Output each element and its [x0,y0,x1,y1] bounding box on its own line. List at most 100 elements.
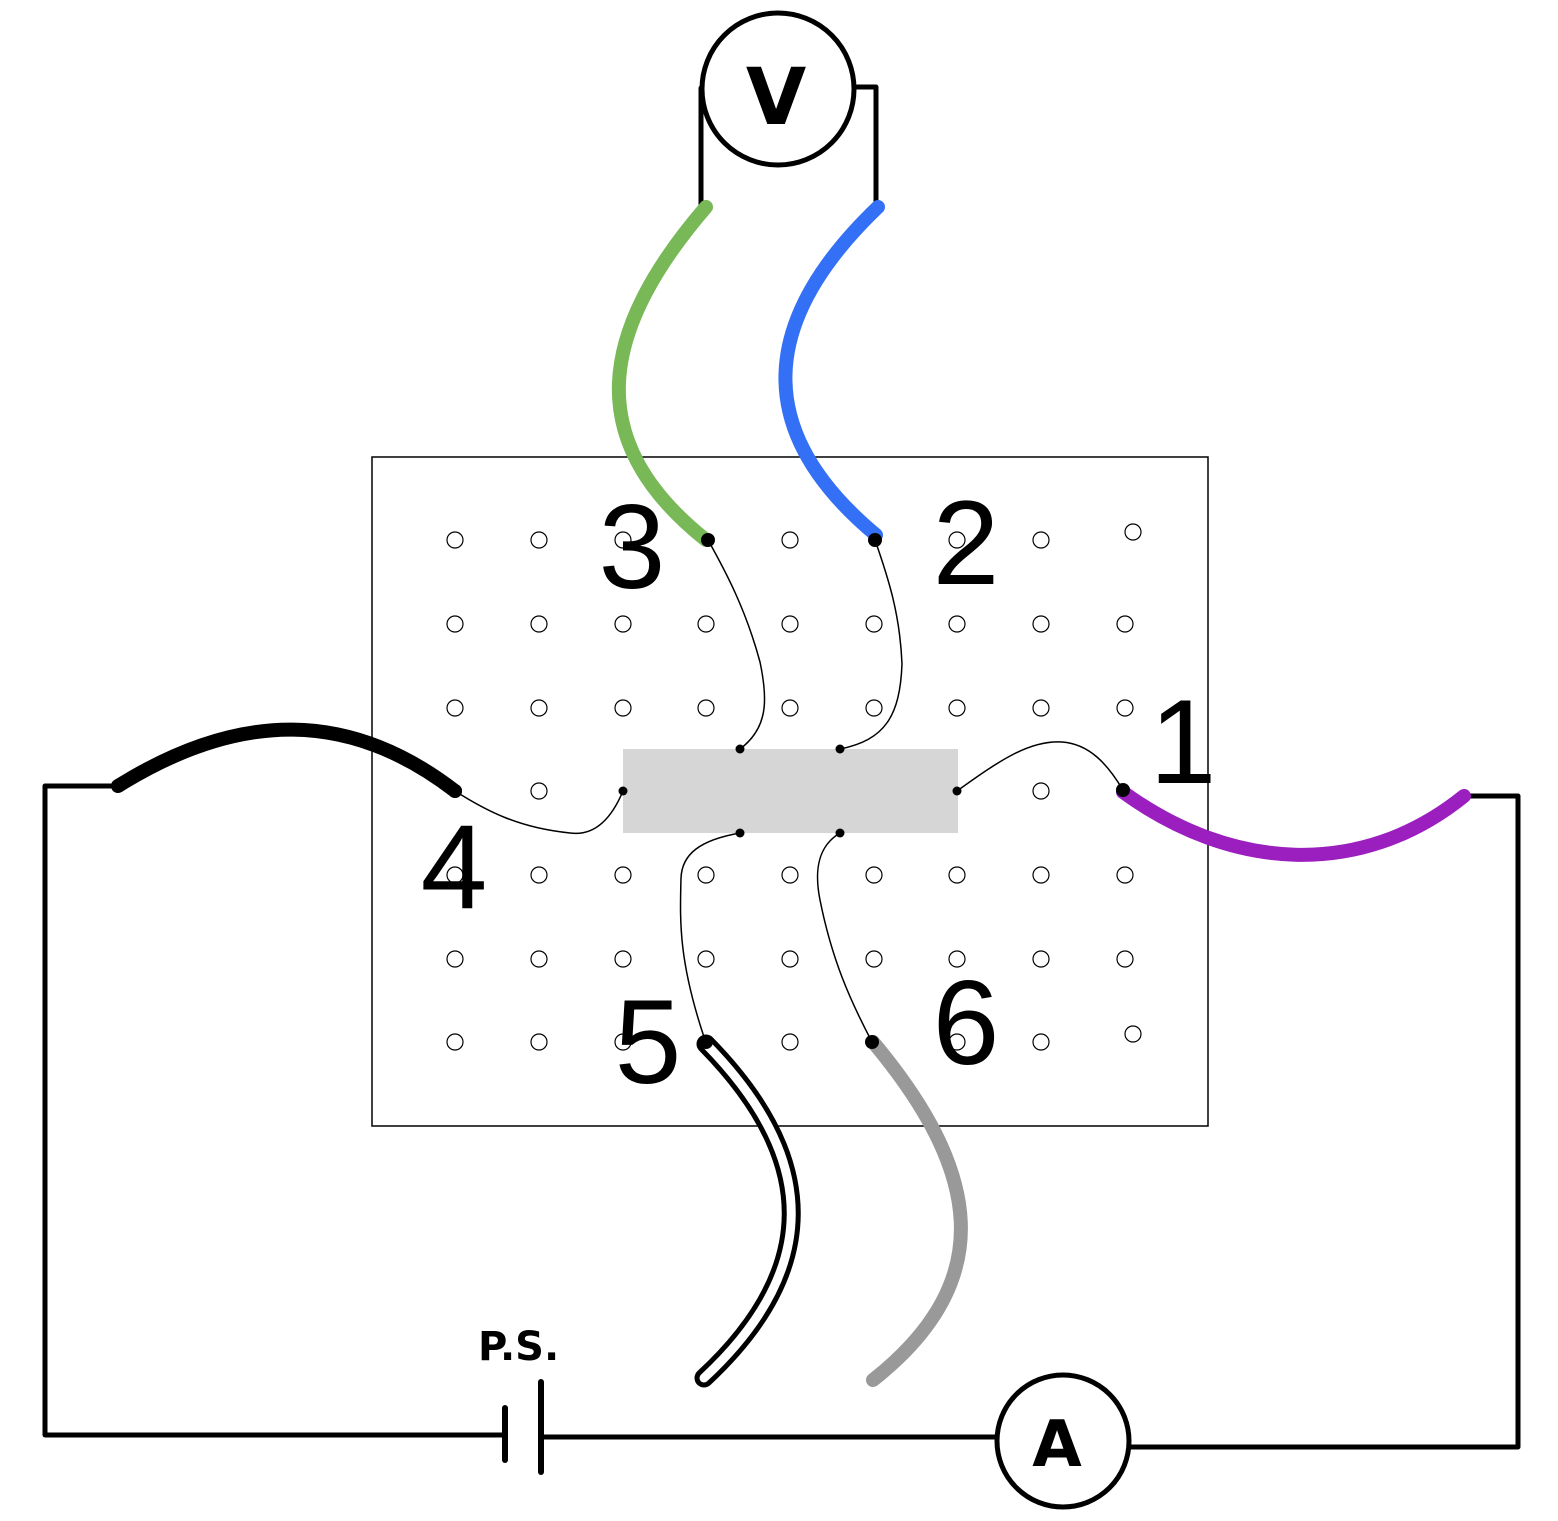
green-wire [611,200,713,547]
board-hole [697,615,715,633]
board-hole [697,866,715,884]
contact-label-3: 3 [599,480,666,614]
contact-lead-2 [839,539,903,750]
ammeter-label: A [1032,1408,1082,1482]
board-hole [614,950,632,968]
contact-pad-5 [735,828,745,838]
board-hole [865,866,883,884]
contact-pad-6 [835,828,845,838]
gray-wire [866,1035,968,1387]
board-hole [1124,523,1142,541]
white-wire [694,1034,801,1388]
terminal-pin-1 [1116,783,1130,797]
ammeter: A [994,1372,1132,1510]
board-hole [948,699,966,717]
voltmeter: V [698,10,879,210]
board-hole [781,950,799,968]
contact-leads [454,539,1124,1043]
contact-lead-6 [816,832,873,1043]
board-hole [530,782,548,800]
blue-wire [778,200,885,542]
board-hole [865,950,883,968]
colored-wires [111,200,1471,1388]
board-hole [614,615,632,633]
terminal-pin-6 [865,1035,879,1049]
board-hole [530,866,548,884]
board-hole [446,699,464,717]
terminal-pin-2 [868,533,882,547]
terminal-pin-4 [448,784,462,798]
board-holes [446,523,1142,1051]
board-hole [530,615,548,633]
board-hole [446,866,464,884]
board-hole [530,1033,548,1051]
board-hole [1032,782,1050,800]
ammeter-circle [994,1372,1132,1510]
contact-lead-3 [707,539,766,750]
board-hole [948,1033,966,1051]
contact-pad-2 [835,744,845,754]
voltmeter-circle [699,10,857,168]
board-hole [781,615,799,633]
power-supply-label: P.S. [478,1324,559,1370]
contact-pads [618,744,962,838]
board-hole [1032,866,1050,884]
terminal-pin-5 [699,1035,713,1049]
white-wire-core [699,1039,796,1383]
left-circuit-wire [42,783,508,1438]
board-hole [781,866,799,884]
board-hole [948,950,966,968]
contact-label-1: 1 [1150,675,1217,809]
board-hole [1116,699,1134,717]
board-hole [697,950,715,968]
right-circuit-wire [1127,793,1521,1450]
purple-wire [1116,785,1471,862]
board-hole [1116,950,1134,968]
contact-label-5: 5 [615,975,682,1109]
contact-label-2: 2 [933,476,1000,610]
board-hole [865,615,883,633]
board-hole [614,699,632,717]
board-hole [446,1033,464,1051]
contact-lead-5 [679,832,741,1041]
board-hole [781,1033,799,1051]
terminal-pin-3 [701,533,715,547]
contact-lead-1 [956,741,1124,792]
contact-pad-1 [952,786,962,796]
board-hole [781,531,799,549]
contact-lead-4 [454,790,624,835]
board-hole [1116,866,1134,884]
terminal-pins [448,533,1130,1049]
board-hole [781,699,799,717]
board-hole [865,699,883,717]
board-hole [614,531,632,549]
board-hole [948,615,966,633]
sample-bar [623,749,958,833]
power-supply: P.S. [478,1324,559,1475]
board-hole [530,531,548,549]
board-hole [948,531,966,549]
voltmeter-label: V [746,53,806,143]
board-hole [1032,950,1050,968]
board-hole [446,615,464,633]
board-hole [1032,531,1050,549]
board-hole [446,531,464,549]
board-hole [1032,615,1050,633]
circuit-wiring [42,783,1521,1450]
board-hole [530,699,548,717]
contact-pad-4 [618,786,628,796]
board-hole [1032,1033,1050,1051]
contact-label-4: 4 [421,800,488,934]
board-hole [530,950,548,968]
voltmeter-right-lead [851,84,879,210]
board-hole [614,1033,632,1051]
black-wire [111,722,462,798]
board-hole [614,866,632,884]
board-hole [1032,699,1050,717]
contact-label-6: 6 [933,956,1000,1090]
contact-pad-3 [735,744,745,754]
board-hole [948,866,966,884]
board-hole [1124,1025,1142,1043]
